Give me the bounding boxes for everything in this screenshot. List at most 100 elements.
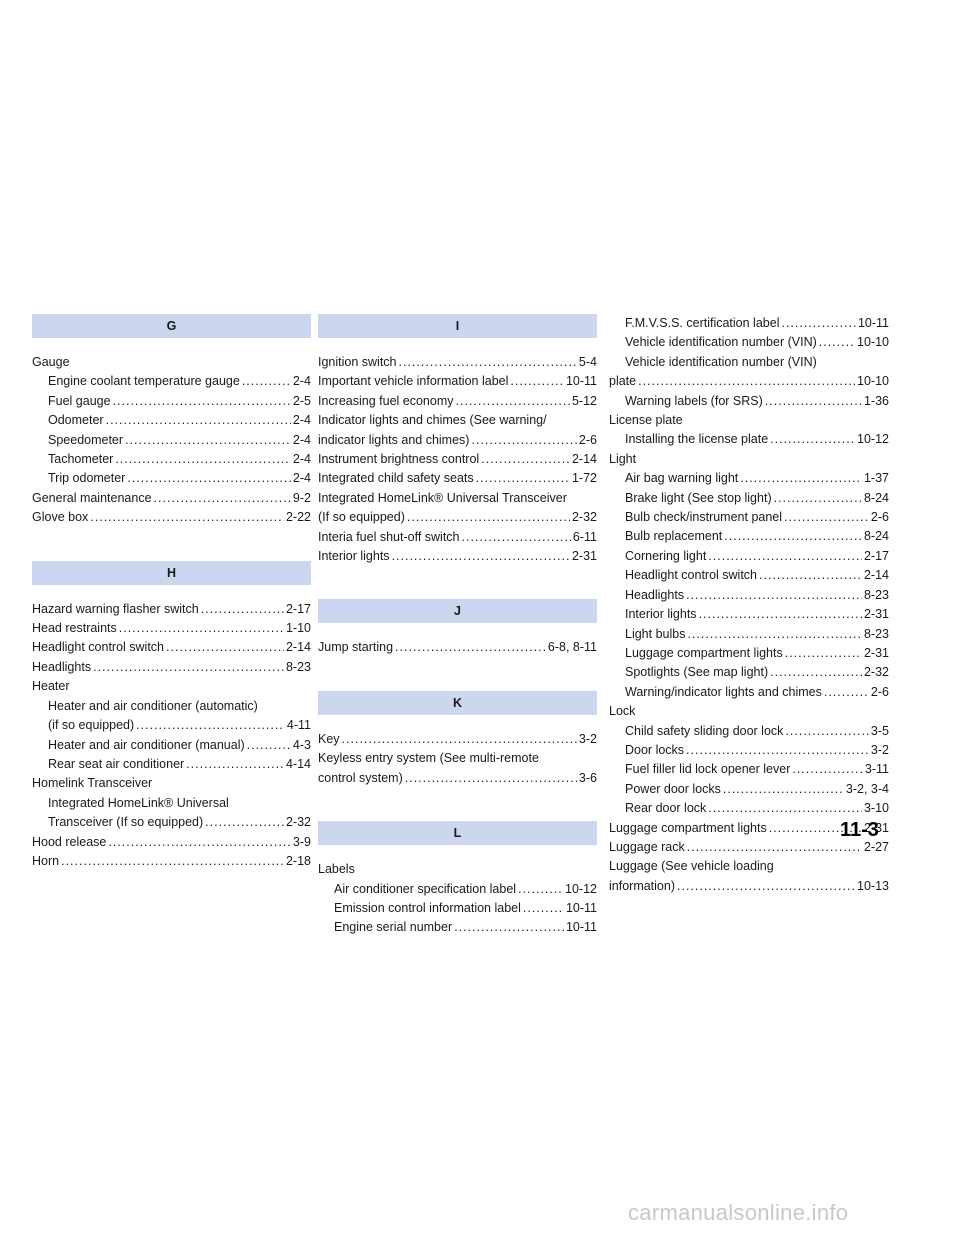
entry-text: Headlights [625,587,685,602]
dot-leader [201,600,284,619]
entry-text: Fuel gauge [48,393,111,408]
page-reference: 1-37 [863,471,889,486]
dot-leader [687,838,862,857]
page-reference: 10-11 [565,920,597,935]
entry-text: Vehicle identification number (VIN) [625,335,817,350]
dot-leader [781,314,855,333]
section-header-j: J [318,599,597,624]
index-entry-light-bulbs: Light bulbs8-23 [609,625,889,644]
entry-text: Spotlights (See map light) [625,665,769,680]
page-reference: 1-72 [571,471,597,486]
dot-leader [119,619,284,638]
section-header-k: K [318,690,597,715]
index-entry-license-plate: License plate [609,411,889,430]
index-entry-headlights: Headlights8-23 [609,586,889,605]
dot-leader [462,528,571,547]
index-entry-head-restraints: Head restraints1-10 [32,619,311,638]
index-entry-bulb-check-instrument-panel: Bulb check/instrument panel2-6 [609,508,889,527]
index-entry-luggage-compartment-lights: Luggage compartment lights2-31 [609,644,889,663]
index-entry-air-bag-warning-light: Air bag warning light 1-37 [609,469,889,488]
entry-text: Light [609,451,637,466]
index-entry-jump-starting: Jump starting6-8, 8-11 [318,638,597,657]
dot-leader [205,813,284,832]
page-reference: 2-14 [285,640,311,655]
section-header-l: L [318,821,597,846]
entry-text: Luggage compartment lights [609,820,767,835]
index-entry-headlight-control-switch: Headlight control switch2-14 [609,566,889,585]
index-entry-warning-labels-for-srs: Warning labels (for SRS)1-36 [609,392,889,411]
entry-text: Labels [318,862,355,877]
index-entry-engine-serial-number: Engine serial number10-11 [318,918,597,937]
index-entry-horn: Horn2-18 [32,852,311,871]
page-reference: 2-17 [285,601,311,616]
index-entry-fuel-filler-lid-lock-opener-lever: Fuel filler lid lock opener lever3-11 [609,760,889,779]
dot-leader [819,333,855,352]
page-reference: 10-11 [857,316,889,330]
index-entry-fuel-gauge: Fuel gauge2-5 [32,392,311,411]
dot-leader [93,658,284,677]
dot-leader [136,716,285,735]
entry-text: F.M.V.S.S. certification label [625,316,780,330]
index-entry-instrument-brightness-control: Instrument brightness control2-14 [318,450,597,469]
entry-text: Luggage compartment lights [625,645,783,660]
dot-leader [61,852,284,871]
page-reference: 3-10 [863,801,889,816]
index-entry-brake-light-see-stop-light: Brake light (See stop light)8-24 [609,489,889,508]
dot-leader [784,508,869,527]
entry-text: Warning labels (for SRS) [625,393,763,408]
index-entry-key: Key3-2 [318,730,597,749]
index-entry-light: Light [609,450,889,469]
index-entry-indicator-lights-and-chimes-see-warning: Indicator lights and chimes (See warning… [318,411,597,450]
entry-text: (If so equipped) [318,510,405,525]
entry-text: Odometer [48,413,104,428]
entry-text: Rear seat air conditioner [48,756,185,771]
entry-text: Lock [609,704,636,719]
entry-text: Headlights [32,659,92,674]
index-entry-air-conditioner-specification-label: Air conditioner specification label10-12 [318,880,597,899]
page-reference: 6-11 [572,529,597,544]
dot-leader [638,372,855,391]
index-entry-odometer: Odometer 2-4 [32,411,311,430]
entry-text: Horn [32,853,60,868]
index-entry-bulb-replacement: Bulb replacement8-24 [609,527,889,546]
dot-leader [481,450,570,469]
dot-leader [113,392,291,411]
page-reference: 10-10 [857,374,889,389]
index-entry-warning-indicator-lights-and-chimes: Warning/indicator lights and chimes2-6 [609,683,889,702]
page-reference: 2-14 [863,568,889,583]
entry-text: General maintenance [32,490,152,505]
dot-leader [154,489,291,508]
page-reference: 3-9 [292,834,311,849]
page-reference: 4-14 [285,756,311,771]
entry-text: Heater and air conditioner (automatic) [48,698,258,713]
index-entry-gauge: Gauge [32,353,311,372]
entry-text: Engine coolant temperature gauge [48,374,240,389]
index-entry-headlights: Headlights8-23 [32,658,311,677]
page-reference: 3-6 [578,770,597,785]
index-entry-luggage-compartment-lights: Luggage compartment lights2-31 [609,819,889,838]
page-reference: 2-4 [292,432,311,447]
dot-leader [186,755,284,774]
entry-text: Gauge [32,355,70,369]
page-reference: 8-23 [863,626,889,641]
entry-text: Important vehicle information label [318,374,509,389]
dot-leader [106,411,291,430]
page-reference: 2-4 [292,413,311,428]
dot-leader [708,547,862,566]
page-reference: 10-12 [565,881,597,896]
dot-leader [759,566,862,585]
page-reference: 2-6 [578,432,597,447]
entry-text: Interior lights [625,607,697,622]
index-entry-general-maintenance: General maintenance9-2 [32,489,311,508]
entry-text: Bulb check/instrument panel [625,510,783,525]
dot-leader [785,644,862,663]
index-entry-integrated-homelink-universal-transceive: Integrated HomeLink® Universal Transceiv… [318,489,597,528]
entry-text: Air bag warning light [625,471,739,486]
index-entry-trip-odometer: Trip odometer2-4 [32,469,311,488]
index-entry-interior-lights: Interior lights2-31 [318,547,597,566]
page-reference: 2-32 [571,510,597,525]
